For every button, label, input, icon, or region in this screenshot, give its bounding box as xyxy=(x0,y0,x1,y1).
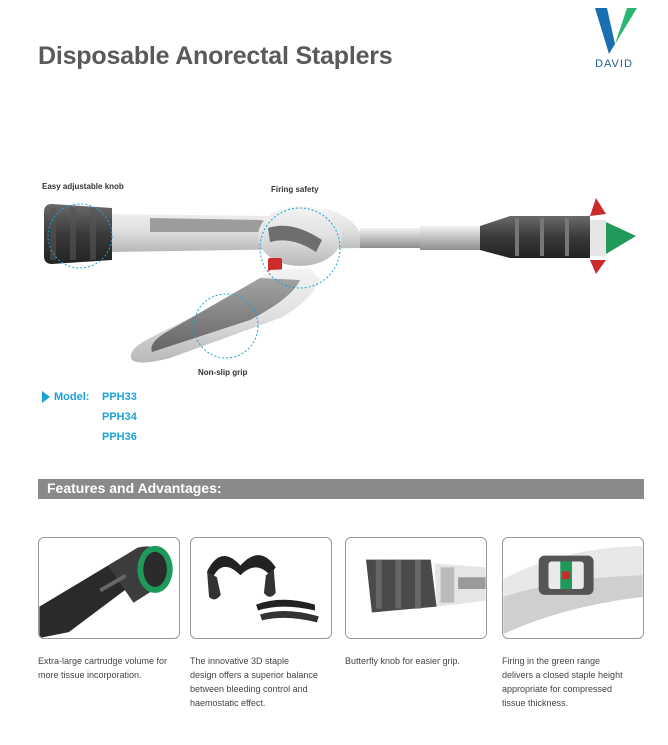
callout-non-slip-grip: Non-slip grip xyxy=(198,368,248,377)
model-row: Model: PPH33 xyxy=(42,387,137,407)
callout-firing-safety: Firing safety xyxy=(271,185,319,194)
model-row: PPH36 xyxy=(42,427,137,447)
feature-text-green-range: Firing in the green range delivers a clo… xyxy=(502,656,623,708)
model-label: Model: xyxy=(54,391,90,403)
feature-text-butterfly-knob: Butterfly knob for easier grip. xyxy=(345,656,461,666)
model-item: PPH34 xyxy=(102,411,137,423)
page-title: Disposable Anorectal Staplers xyxy=(38,42,393,70)
feature-image-butterfly-knob xyxy=(345,537,487,639)
feature-image-green-range xyxy=(502,537,644,639)
brand-name: DAVID xyxy=(595,58,633,70)
david-logo: DAVID xyxy=(587,6,641,72)
model-item: PPH36 xyxy=(102,431,137,443)
model-row: PPH34 xyxy=(42,407,137,427)
model-list: Model: PPH33 PPH34 PPH36 xyxy=(42,387,137,447)
feature-text-3d-staple: The innovative 3D staple design offers a… xyxy=(190,656,318,708)
stapler-illustration xyxy=(44,198,636,363)
feature-image-cartridge xyxy=(38,537,180,639)
triangle-arrow-icon xyxy=(42,391,50,403)
v-logo-icon xyxy=(595,8,637,54)
feature-image-3d-staple xyxy=(190,537,332,639)
model-item: PPH33 xyxy=(102,391,137,403)
features-header-bar: Features and Advantages: xyxy=(38,479,644,499)
features-heading: Features and Advantages: xyxy=(47,480,222,496)
feature-text-cartridge: Extra-large cartrudge volume for more ti… xyxy=(38,656,168,680)
callout-easy-knob: Easy adjustable knob xyxy=(42,182,124,191)
